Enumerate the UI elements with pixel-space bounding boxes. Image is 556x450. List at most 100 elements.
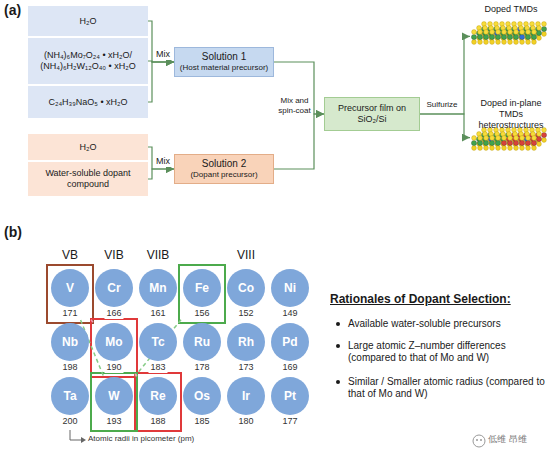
element-symbol: Ni [269,268,311,308]
edge-label: Mix [153,156,173,167]
element-cell: Re188 [137,376,179,428]
sulfur-atom [502,40,507,45]
panel-label: (a) [4,2,21,19]
sulfur-atom [472,30,477,35]
metal-atom [513,34,518,39]
formula-text: (NH₄)₆Mo₇O₂₄ • xH₂O/ (NH₄)₆H₂W₁₂O₄₀ • xH… [32,50,144,72]
product-structure: Doped in-plane TMDs heterostructures [470,98,552,164]
formula-text: Water-soluble dopant compound [32,168,144,190]
metal-atom [471,140,476,145]
metal-atom [489,140,494,145]
sulfur-atom [502,30,507,35]
footnote-leader [70,430,82,440]
atomic-radius: 200 [60,416,79,427]
sulfur-atom [478,30,483,35]
element-symbol: Mn [137,268,179,308]
element-symbol: Rh [225,322,267,362]
element-symbol: W [93,376,135,416]
sulfur-atom [508,136,513,141]
atomic-radius: 152 [236,308,255,319]
atomic-radius: 171 [60,308,79,319]
sulfur-atom [490,30,495,35]
element-symbol: Pd [269,322,311,362]
metal-atom [536,30,541,35]
highlight-box [91,319,137,377]
atomic-radius: 149 [280,308,299,319]
sulfur-atom [508,146,513,151]
sulfur-atom [537,142,542,147]
metal-atom [477,140,482,145]
metal-atom [541,26,546,31]
box-subheading: (Host material precursor) [178,63,270,73]
element-cell: Mo190 [93,322,135,374]
box-heading: Solution 2 [178,158,270,170]
sulfur-atom [532,40,537,45]
atomic-radius: 161 [148,308,167,319]
element-cell: Ni149 [269,268,311,320]
film-box: Precursor film on SiO₂/Si [324,97,420,131]
sulfur-atom [526,136,531,141]
sulfur-atom [520,40,525,45]
sulfur-atom [526,40,531,45]
flow-arrow [148,62,174,102]
element-cell: Pt177 [269,376,311,428]
sulfur-atom [537,132,542,137]
footnote-arrowhead [81,437,86,443]
element-cell: Co152 [225,268,267,320]
sulfur-atom [514,30,519,35]
sulfur-atom [478,136,483,141]
atomic-radius: 169 [280,362,299,373]
formula-text: H₂O [32,16,144,27]
box-text: Precursor film on SiO₂/Si [333,103,411,125]
sulfur-atom [532,136,537,141]
bullet-dot [336,380,340,384]
element-symbol: Pt [269,376,311,416]
sulfur-atom [520,30,525,35]
sulfur-atom [502,146,507,151]
atomic-radius: 183 [148,362,167,373]
element-symbol: V [49,268,91,308]
atomic-radius: 156 [192,308,211,319]
sulfur-atom [537,36,542,41]
element-symbol: Co [225,268,267,308]
element-symbol: Fe [181,268,223,308]
element-cell: Mn161 [137,268,179,320]
sulfur-atom [514,40,519,45]
sulfur-atom [526,30,531,35]
metal-atom [541,132,546,137]
metal-atom [525,34,530,39]
metal-atom [483,34,488,39]
element-cell: Ir180 [225,376,267,428]
atomic-radius: 173 [236,362,255,373]
highlight-box [135,373,181,431]
sulfur-atom [484,30,489,35]
sulfur-atom [484,136,489,141]
metal-atom [525,140,530,145]
box-heading: Solution 1 [178,51,270,63]
atomic-radius: 180 [236,416,255,427]
element-cell: Rh173 [225,322,267,374]
edge-label: Mix and spin-coat [276,96,313,115]
product-structure: Doped TMDs [470,4,552,58]
edge-label: Mix [153,49,173,60]
bullet-dot [336,322,340,326]
sulfur-atom [478,40,483,45]
solution-box: Solution 1(Host material precursor) [174,47,274,77]
highlight-box [91,373,137,431]
sulfur-atom [526,146,531,151]
element-symbol: Mo [93,322,135,362]
sulfur-atom [537,26,542,31]
element-cell: Tc183 [137,322,179,374]
atomic-radius: 188 [148,416,167,427]
bullet-dot [336,344,340,348]
sulfur-atom [532,146,537,151]
element-symbol: Ir [225,376,267,416]
sulfur-atom [496,146,501,151]
ingredient-box: H₂O [28,6,148,36]
metal-atom [531,140,536,145]
element-symbol: Ru [181,322,223,362]
sulfur-atom [520,136,525,141]
sulfur-atom [478,146,483,151]
highlight-box [179,265,225,323]
metal-atom [495,140,500,145]
